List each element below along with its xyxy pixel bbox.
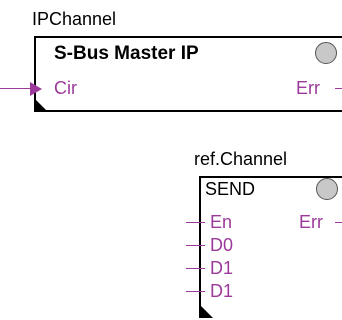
input-wire[interactable] [186,245,205,246]
function-block[interactable] [199,176,342,312]
status-lamp-icon [315,42,337,64]
input-wire[interactable] [186,222,205,223]
block-corner-icon [199,304,213,318]
block-corner-icon [34,98,48,112]
input-wire[interactable] [0,88,40,89]
input-pin-label[interactable]: Cir [54,78,77,98]
input-wire[interactable] [186,268,205,269]
input-pin-label[interactable]: En [210,212,233,232]
output-wire[interactable] [335,222,342,223]
input-pin-label[interactable]: D0 [210,235,234,255]
input-pin-label[interactable]: D1 [210,258,234,278]
block-instance-name: ref.Channel [194,149,288,169]
output-pin-label[interactable]: Err [296,78,320,98]
block-header: SEND [205,179,256,199]
input-pin-label[interactable]: D1 [210,281,234,301]
output-pin-label[interactable]: Err [299,212,323,232]
status-lamp-icon [316,178,338,200]
block-instance-name: IPChannel [32,9,117,29]
output-wire[interactable] [335,88,342,89]
function-block[interactable] [34,36,342,112]
input-wire[interactable] [186,291,205,292]
block-header: S-Bus Master IP [54,43,199,64]
input-arrow-icon [30,82,42,101]
